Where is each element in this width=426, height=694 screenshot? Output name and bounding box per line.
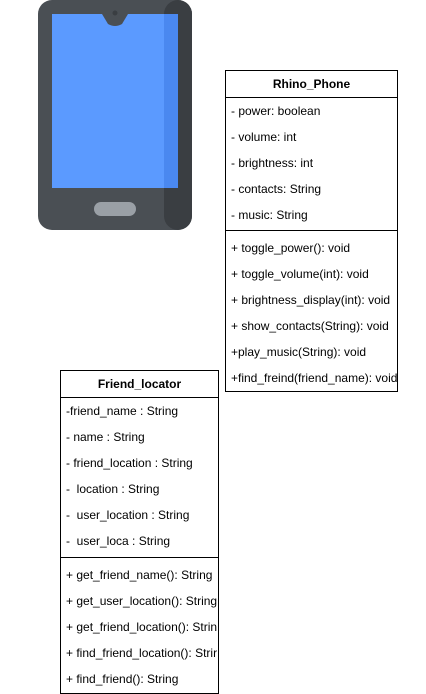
attribute-row: - music: String [231, 208, 308, 222]
operation-row: + get_user_location(): String [66, 594, 218, 608]
attribute-row: - power: boolean [231, 104, 321, 118]
attribute-row: - volume: int [231, 130, 297, 144]
attribute-row: - contacts: String [231, 182, 322, 196]
attribute-row: - location : String [66, 482, 160, 496]
operation-row: + toggle_volume(int): void [231, 267, 369, 281]
attribute-row: - friend_location : String [66, 456, 193, 470]
operation-row: + show_contacts(String): void [231, 319, 389, 333]
class-title: Friend_locator [61, 371, 218, 398]
class-box-rhino-phone: Rhino_Phone - power: boolean - volume: i… [225, 70, 398, 392]
operation-row: + get_friend_name(): String [66, 568, 213, 582]
class-title: Rhino_Phone [226, 71, 397, 98]
operations-section: + get_friend_name(): String + get_user_l… [61, 557, 218, 693]
attribute-row: - user_location : String [66, 508, 190, 522]
operation-row: + get_friend_location(): Strin [66, 620, 218, 634]
attributes-section: - power: boolean - volume: int - brightn… [226, 98, 397, 230]
attributes-section: -friend_name : String - name : String - … [61, 398, 218, 557]
operation-row: + toggle_power(): void [231, 241, 351, 255]
operation-row: + find_friend_location(): Strir [66, 646, 218, 660]
smartphone-icon [38, 0, 192, 230]
attribute-row: - name : String [66, 430, 145, 444]
class-box-friend-locator: Friend_locator -friend_name : String - n… [60, 370, 219, 694]
attribute-row: - brightness: int [231, 156, 314, 170]
operation-row: +play_music(String): void [231, 345, 367, 359]
operation-row: +find_freind(friend_name): void [231, 371, 397, 385]
attribute-row: - user_loca : String [66, 534, 171, 548]
operations-section: + toggle_power(): void + toggle_volume(i… [226, 230, 397, 390]
operation-row: + find_friend(): String [66, 672, 179, 686]
operation-row: + brightness_display(int): void [231, 293, 391, 307]
attribute-row: -friend_name : String [66, 404, 179, 418]
